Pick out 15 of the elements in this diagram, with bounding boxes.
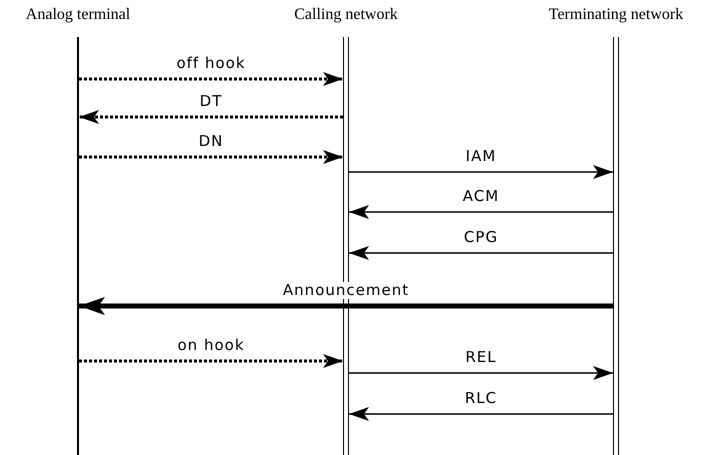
lifeline-heading: Terminating network <box>548 6 684 24</box>
message-arrow <box>349 407 613 421</box>
lifeline <box>613 37 619 455</box>
message-arrow <box>79 354 343 368</box>
message-arrow <box>349 366 613 380</box>
message-arrow <box>79 110 343 124</box>
lifeline-heading: Calling network <box>294 6 398 24</box>
message-arrow <box>349 246 613 260</box>
message-arrow <box>79 150 343 164</box>
message-arrow <box>349 205 613 219</box>
message-arrow <box>349 165 613 179</box>
lifeline <box>77 37 79 455</box>
lifeline-heading: Analog terminal <box>26 6 130 24</box>
message-arrow <box>79 72 343 86</box>
message-arrow <box>79 296 613 316</box>
